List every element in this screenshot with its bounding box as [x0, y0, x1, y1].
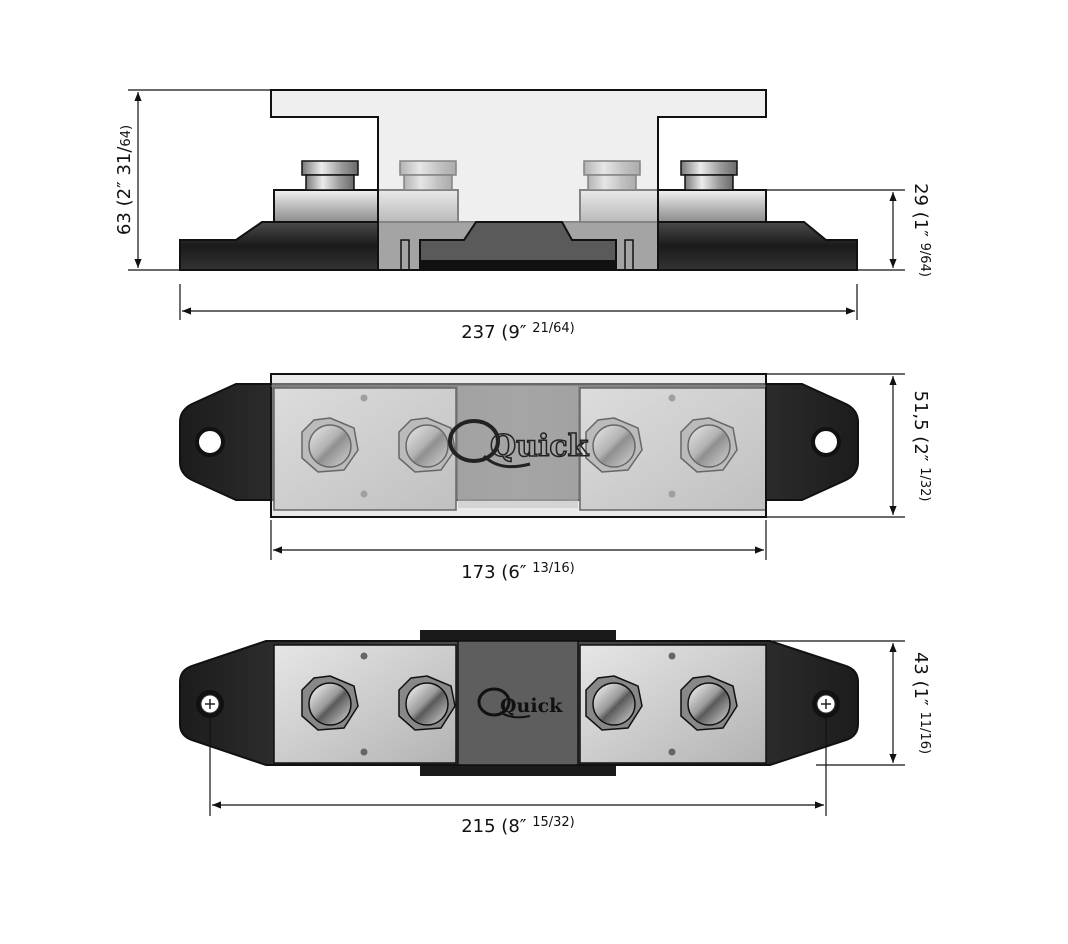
bolt [398, 417, 456, 473]
logo-text: Quick [500, 695, 563, 717]
side-nut [680, 160, 738, 191]
side-slot [420, 260, 616, 270]
bolt [585, 417, 643, 473]
side-view [179, 89, 858, 271]
dim-label-base-height: 29 (1″ 9/64) [910, 183, 932, 277]
logo-text: Quick [490, 429, 590, 464]
bolt [301, 417, 359, 473]
dim-label-width-base: 43 (1″ 11/16) [910, 652, 932, 754]
bolt [680, 675, 738, 731]
dim-label-hole-spacing: 215 (8″ 15/32) [461, 815, 575, 837]
mounting-screw [812, 690, 840, 718]
mounting-screw [196, 690, 224, 718]
side-cover [270, 89, 767, 271]
bolt [585, 675, 643, 731]
dim-label-overall-height: 63 (2″ 31/64) [114, 125, 135, 235]
bolt [398, 675, 456, 731]
dim-label-width-top: 51,5 (2″ 1/32) [910, 391, 932, 502]
dim-label-cover-length: 173 (6″ 13/16) [461, 561, 575, 583]
mounting-hole [811, 427, 841, 457]
quick-logo: Quick [477, 687, 563, 719]
bolt [680, 417, 738, 473]
side-nut [301, 160, 359, 191]
mounting-hole [195, 427, 225, 457]
bolt [301, 675, 359, 731]
dimensions [128, 89, 905, 816]
top-view-base: Quick [179, 630, 859, 776]
top-view-with-cover: Quick [179, 373, 859, 518]
quick-logo: Quick [448, 419, 590, 469]
dim-label-overall-length: 237 (9″ 21/64) [461, 321, 575, 343]
